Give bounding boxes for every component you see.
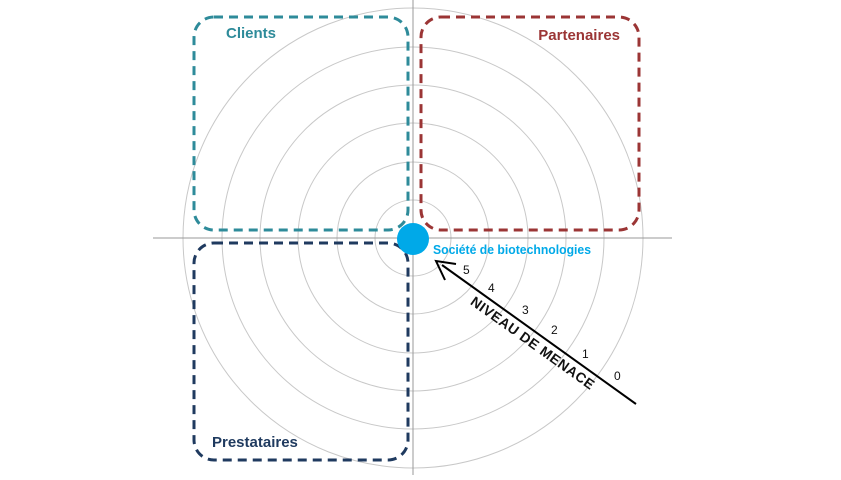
- partners-zone: [419, 15, 641, 232]
- company-center-label: Société de biotechnologies: [433, 242, 591, 257]
- threat-level-2: 2: [551, 323, 558, 337]
- threat-level-arrow: [434, 259, 637, 405]
- threat-arrow-head-icon: [434, 259, 457, 281]
- partners-label: Partenaires: [538, 27, 620, 44]
- threat-level-0: 0: [614, 369, 621, 383]
- threat-arrow-line: [441, 264, 637, 405]
- providers-label: Prestataires: [212, 434, 298, 451]
- threat-level-4: 4: [488, 281, 495, 295]
- threat-level-1: 1: [582, 347, 589, 361]
- clients-label: Clients: [226, 25, 276, 42]
- threat-level-5: 5: [463, 263, 470, 277]
- threat-level-3: 3: [522, 303, 529, 317]
- company-center-dot: [397, 223, 429, 255]
- clients-zone: [192, 15, 410, 232]
- threat-axis-title: NIVEAU DE MENACE: [468, 293, 598, 393]
- providers-zone: [192, 241, 410, 462]
